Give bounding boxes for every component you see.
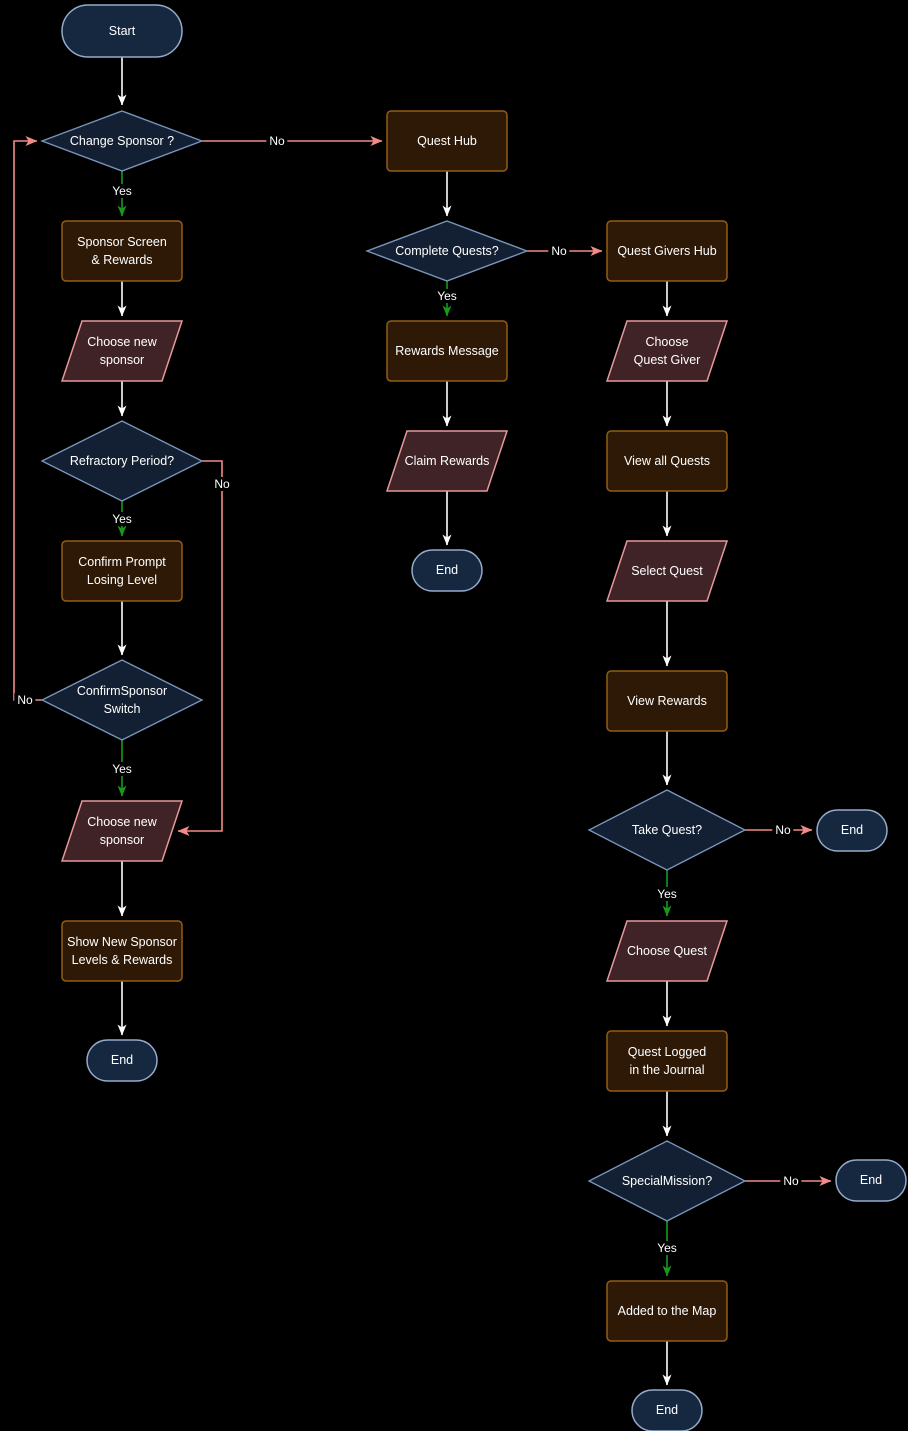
node-select-quest-shape [605, 540, 729, 602]
node-confirm-switch-shape [40, 659, 204, 741]
node-special-mission-shape [587, 1140, 747, 1222]
node-sponsor-screen-shape [61, 220, 183, 282]
node-choose-quest-giver-shape [605, 320, 729, 382]
node-quest-givers-hub-shape [606, 220, 728, 282]
node-view-rewards-shape [606, 670, 728, 732]
node-start-shape [61, 4, 183, 58]
node-claim-rewards-shape [385, 430, 509, 492]
edge-confirm-switch-no-change-sponsor [13, 136, 42, 701]
node-end-2-shape [411, 549, 483, 592]
node-show-new-sponsor-shape [61, 920, 183, 982]
node-choose-sponsor-1-shape [60, 320, 184, 382]
node-view-all-quests-shape [606, 430, 728, 492]
node-complete-quests-shape [365, 220, 529, 282]
node-added-to-map-shape [606, 1280, 728, 1342]
edges-layer [13, 57, 832, 1386]
edge-refractory-no-choose-sponsor-2 [177, 460, 223, 836]
node-change-sponsor-shape [40, 110, 204, 172]
node-refractory-shape [40, 420, 204, 502]
nodes-layer [40, 4, 907, 1431]
node-confirm-prompt-shape [61, 540, 183, 602]
node-end-3-shape [816, 809, 888, 852]
node-end-1-shape [86, 1039, 158, 1082]
node-rewards-message-shape [386, 320, 508, 382]
node-end-5-shape [631, 1389, 703, 1431]
node-choose-sponsor-2-shape [60, 800, 184, 862]
node-quest-logged-shape [606, 1030, 728, 1092]
node-end-4-shape [835, 1159, 907, 1202]
node-take-quest-shape [587, 789, 747, 871]
node-quest-hub-shape [386, 110, 508, 172]
node-choose-quest-shape [605, 920, 729, 982]
